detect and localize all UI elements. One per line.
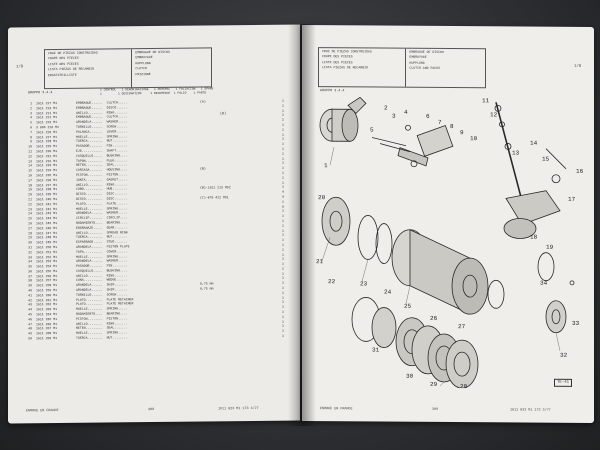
left-page: 1/8 CRUZ DE PIEZAS CONSTRUIDAS COUPE DES… — [8, 24, 300, 424]
exploded-clutch-diagram: 1234567891011121314151617181920212223242… — [316, 96, 584, 389]
diagram-callout-23: 23 — [360, 280, 368, 287]
left-header-box: CRUZ DE PIEZAS CONSTRUIDAS COUPE DES PIE… — [44, 47, 212, 90]
diagram-callout-11: 11 — [482, 97, 490, 104]
diagram-callout-2: 2 — [384, 105, 388, 112]
diagram-callout-1: 1 — [324, 162, 328, 169]
part-description: TUERCA........ NUT........ — [76, 335, 128, 340]
diagram-callout-20: 20 — [318, 194, 326, 201]
diagram-callout-6: 6 — [426, 113, 430, 120]
side-parts-drawing — [537, 252, 575, 334]
diagram-callout-16: 16 — [576, 168, 584, 175]
right-footer-reference: 1611 023 M1 173 3/77 — [510, 408, 551, 413]
diagram-callout-4: 4 — [404, 109, 408, 116]
clutch-disc-stack-drawing — [351, 297, 479, 389]
diagram-callout-19: 19 — [546, 244, 554, 251]
part-quantity: 1 — [282, 333, 284, 338]
left-unit-label: GRUPPO 3.4.4 — [28, 91, 53, 96]
diagram-callout-18: 18 — [530, 234, 538, 241]
left-footer-page-number: 308 — [148, 407, 155, 413]
leader-lines — [321, 147, 561, 387]
figure-tag: TE-41 — [554, 378, 573, 387]
diagram-callout-14: 14 — [530, 140, 538, 147]
diagram-callout-17: 17 — [568, 196, 576, 203]
right-header-group: EMBRAGUE DE DISCOS EMBRAYAGE KUPPLUNG CL… — [409, 49, 444, 71]
part-position: 50 — [28, 336, 32, 341]
diagram-callout-30: 30 — [406, 373, 414, 380]
diagram-callout-7: 7 — [438, 119, 442, 126]
right-footer-imprint: ENROUE EN FRANCE — [320, 407, 353, 412]
left-footer-imprint: ENROUE EN FRANCE — [26, 408, 59, 414]
diagram-callout-24: 24 — [384, 289, 392, 296]
diagram-callout-26: 26 — [430, 315, 438, 322]
diagram-callout-28: 28 — [460, 383, 468, 389]
left-header-group: EMBRAGUE DE DISCOS EMBRAYAGE KUPPLUNG CL… — [135, 49, 170, 76]
diagram-callout-5: 5 — [370, 126, 374, 133]
diagram-callout-27: 27 — [458, 323, 466, 330]
valve-shaft-drawing — [494, 102, 567, 239]
right-corner-number: 1/8 — [574, 64, 582, 69]
left-footer-reference: 1611 023 M1 173 3/77 — [218, 406, 259, 412]
diagram-callout-15: 15 — [542, 156, 550, 163]
diagram-callout-21: 21 — [316, 258, 324, 265]
hub-assembly-drawing — [319, 96, 367, 142]
diagram-callout-25: 25 — [404, 303, 412, 310]
part-number: 1611 269 M1 — [36, 336, 58, 341]
diagram-callout-29: 29 — [430, 381, 438, 388]
diagram-callout-12: 12 — [490, 111, 498, 118]
diagram-callout-33: 33 — [572, 320, 580, 327]
open-parts-catalog: 1/8 CRUZ DE PIEZAS CONSTRUIDAS COUPE DES… — [6, 14, 594, 440]
diagram-callout-8: 8 — [450, 123, 454, 130]
diagram-callout-10: 10 — [470, 135, 478, 142]
diagram-callout-34: 34 — [540, 280, 548, 287]
right-page: CRUZ DE PIEZAS CONSTRUIDAS COUPE DES PIE… — [302, 24, 594, 424]
left-corner-number: 1/8 — [16, 65, 24, 70]
diagram-callout-22: 22 — [328, 278, 336, 285]
diagram-callout-13: 13 — [512, 149, 520, 156]
right-header-box: CRUZ DE PIEZAS CONSTRUIDAS COUPE DES PIE… — [318, 47, 486, 89]
lever-assembly-drawing — [371, 124, 454, 168]
right-header-languages: CRUZ DE PIEZAS CONSTRUIDAS COUPE DES PIE… — [319, 48, 407, 87]
clutch-drum-drawing — [321, 196, 505, 315]
right-footer-page-number: 309 — [432, 407, 439, 412]
diagram-callout-31: 31 — [372, 346, 380, 353]
left-header-languages: CRUZ DE PIEZAS CONSTRUIDAS COUPE DES PIE… — [45, 49, 133, 89]
diagram-callout-3: 3 — [392, 113, 396, 120]
left-column-heading: 1 CONTROL 1 DENOMINAZIONE 1 PERSPEC 1 FO… — [100, 87, 214, 96]
diagram-callout-9: 9 — [460, 129, 464, 136]
diagram-callout-32: 32 — [560, 352, 568, 359]
